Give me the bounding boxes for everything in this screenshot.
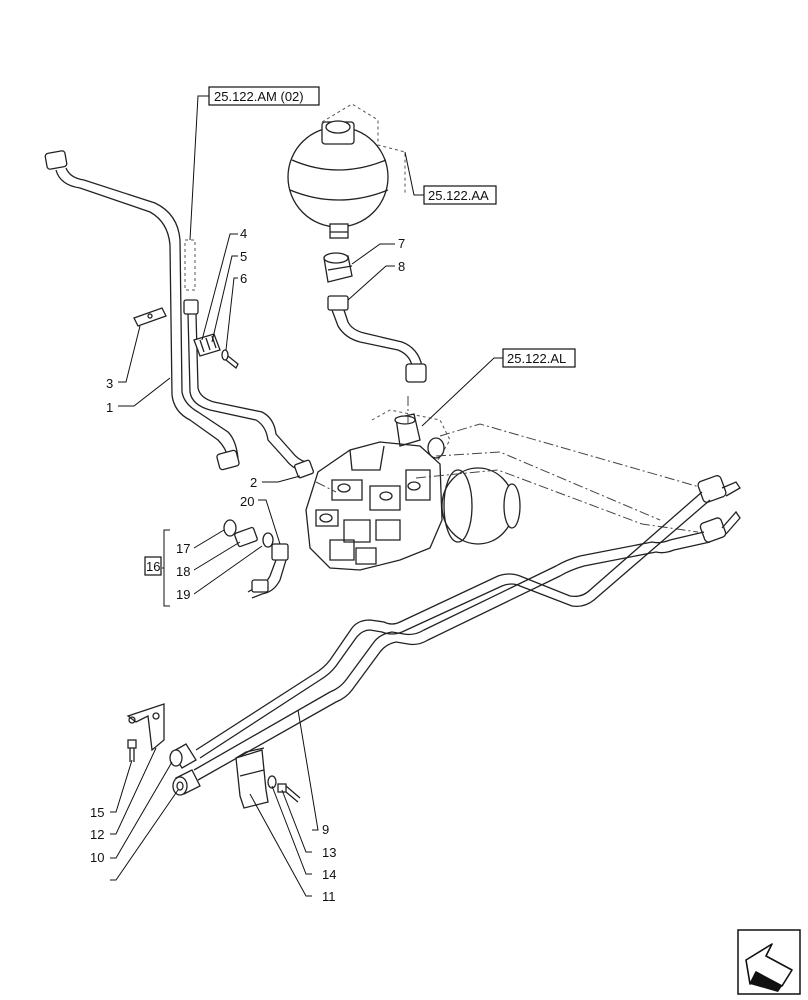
bracket-12 (126, 703, 165, 752)
centerlines (315, 396, 711, 533)
screw-6 (221, 349, 239, 370)
ref-box-al[interactable]: 25.122.AL (502, 348, 576, 368)
leaders (110, 233, 395, 897)
callout-5: 5 (240, 249, 247, 264)
oring-17 (223, 519, 237, 537)
adapter-18 (234, 526, 258, 548)
callout-2: 2 (250, 475, 257, 490)
bracket-3 (133, 307, 167, 327)
callout-6: 6 (240, 271, 247, 286)
fitting-7 (323, 252, 353, 283)
callout-14: 14 (322, 867, 336, 882)
callout-1: 1 (106, 400, 113, 415)
callout-20: 20 (240, 494, 254, 509)
callout-11: 11 (322, 889, 336, 904)
pipe-2 (183, 239, 314, 479)
callout-16-box[interactable]: 16 (144, 556, 162, 576)
ref-box-am[interactable]: 25.122.AM (02) (208, 86, 320, 106)
callout-16: 16 (146, 559, 160, 574)
callout-19: 19 (176, 587, 190, 602)
clip-5 (193, 333, 221, 357)
washer-14 (267, 775, 277, 789)
callout-17: 17 (176, 541, 190, 556)
clamp-11 (235, 747, 269, 809)
pipe-1 (44, 150, 240, 471)
bolt-13 (277, 783, 301, 803)
ref-box-aa[interactable]: 25.122.AA (423, 185, 497, 205)
callout-15: 15 (90, 805, 104, 820)
callout-12: 12 (90, 827, 104, 842)
callout-13: 13 (322, 845, 336, 860)
pipes-9 (169, 475, 741, 796)
accumulator (287, 103, 406, 239)
ref-label-al: 25.122.AL (507, 351, 566, 366)
callout-8: 8 (398, 259, 405, 274)
callout-18: 18 (176, 564, 190, 579)
pipe-8 (327, 295, 427, 383)
valve-block (305, 409, 521, 571)
callout-3: 3 (106, 376, 113, 391)
ref-label-aa: 25.122.AA (428, 188, 489, 203)
bolt-15 (127, 739, 137, 762)
callout-10: 10 (90, 850, 104, 865)
next-page-arrow-icon[interactable] (737, 929, 801, 995)
callout-9: 9 (322, 822, 329, 837)
ref-label-am: 25.122.AM (02) (214, 89, 304, 104)
callout-4: 4 (240, 226, 247, 241)
oring-19 (262, 532, 274, 548)
callout-7: 7 (398, 236, 405, 251)
